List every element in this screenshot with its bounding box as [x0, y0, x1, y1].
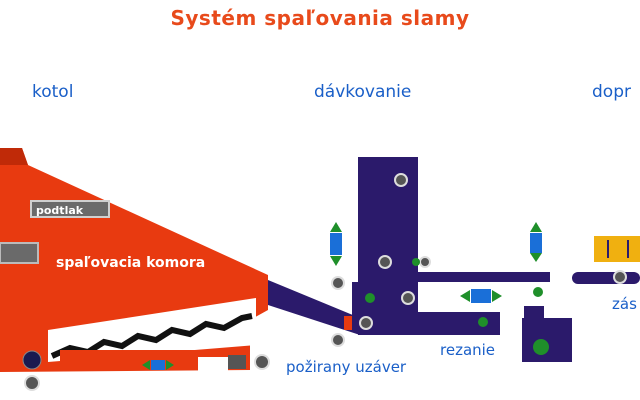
boiler-side-tab [0, 242, 39, 264]
boiler-actuator-right [166, 360, 174, 370]
feeder-tower [358, 157, 418, 335]
status-dots [365, 258, 543, 327]
feeder-throat [352, 282, 362, 322]
reserve-label: zás [612, 295, 637, 313]
conveyor-belt [572, 272, 640, 284]
boiler-top [0, 148, 28, 165]
cutter-wheel [533, 339, 549, 355]
section-doprava: dopr [592, 82, 631, 102]
section-davkovanie: dávkovanie [314, 82, 412, 102]
section-kotol: kotol [32, 82, 74, 102]
boiler-actuator-left [142, 360, 150, 370]
cutter-top [524, 306, 544, 322]
pressure-label: podtlak [30, 200, 110, 218]
ash-door [198, 357, 228, 371]
cutter-unit [522, 318, 572, 362]
feeder-horizontal-arm [418, 272, 550, 282]
horizontal-actuator [460, 289, 502, 303]
boiler-motor [22, 350, 42, 370]
feed-chute [268, 280, 360, 335]
diagram-title: Systém spaľovania slamy [170, 6, 470, 30]
boiler-actuator-body [151, 360, 165, 370]
feeder-base [418, 312, 500, 335]
vertical-actuator-left [330, 222, 342, 266]
cutting-label: rezanie [440, 341, 496, 359]
vertical-actuator-right [530, 222, 542, 262]
chamber-label: spaľovacia komora [56, 255, 206, 271]
bale [594, 236, 640, 262]
closure-marker [344, 316, 352, 330]
closure-label: požirany uzáver [286, 358, 407, 376]
ash-motor [228, 355, 246, 369]
